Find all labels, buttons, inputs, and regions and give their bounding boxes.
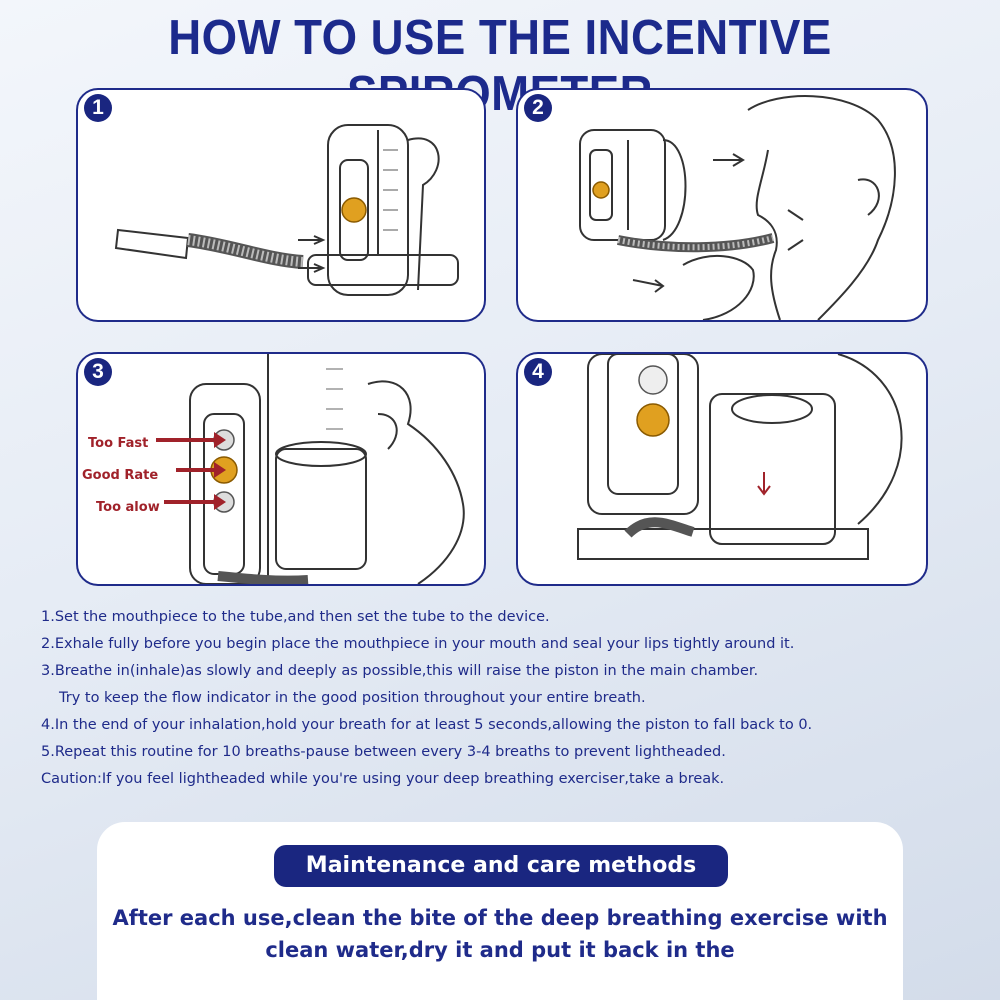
instruction-step-3-continued: Try to keep the flow indicator in the go…	[59, 690, 646, 706]
care-instructions: After each use,clean the bite of the dee…	[97, 902, 903, 966]
step-number-badge: 1	[84, 94, 112, 122]
caution-note: Caution:If you feel lightheaded while yo…	[41, 771, 725, 787]
instruction-step-1: 1.Set the mouthpiece to the tube,and the…	[41, 609, 550, 625]
step-number-badge: 2	[524, 94, 552, 122]
too-slow-label: Too alow	[96, 500, 160, 515]
care-line-1: After each use,clean the bite of the dee…	[112, 906, 888, 930]
step-number-badge: 4	[524, 358, 552, 386]
step-3-illustration: 3 Too Fast Good Rate Too alow	[76, 352, 486, 586]
flow-indicator-drawing	[156, 354, 465, 584]
piston-falling-drawing	[577, 354, 903, 560]
care-heading: Maintenance and care methods	[274, 845, 728, 887]
step-4-illustration: 4	[516, 352, 928, 586]
step-number-badge: 3	[84, 358, 112, 386]
step-1-illustration: 1	[76, 88, 486, 322]
care-line-2: clean water,dry it and put it back in th…	[265, 938, 735, 962]
spirometer-assembly-drawing	[114, 124, 459, 296]
instruction-step-2: 2.Exhale fully before you begin place th…	[41, 636, 795, 652]
instruction-list: 1.Set the mouthpiece to the tube,and the…	[41, 604, 971, 793]
step-2-illustration: 2	[516, 88, 928, 322]
instruction-step-3: 3.Breathe in(inhale)as slowly and deeply…	[41, 663, 759, 679]
instruction-step-5: 5.Repeat this routine for 10 breaths-pau…	[41, 744, 726, 760]
instruction-step-4: 4.In the end of your inhalation,hold you…	[41, 717, 813, 733]
too-fast-label: Too Fast	[88, 436, 149, 451]
good-rate-label: Good Rate	[82, 468, 159, 483]
person-using-spirometer-drawing	[579, 95, 896, 320]
